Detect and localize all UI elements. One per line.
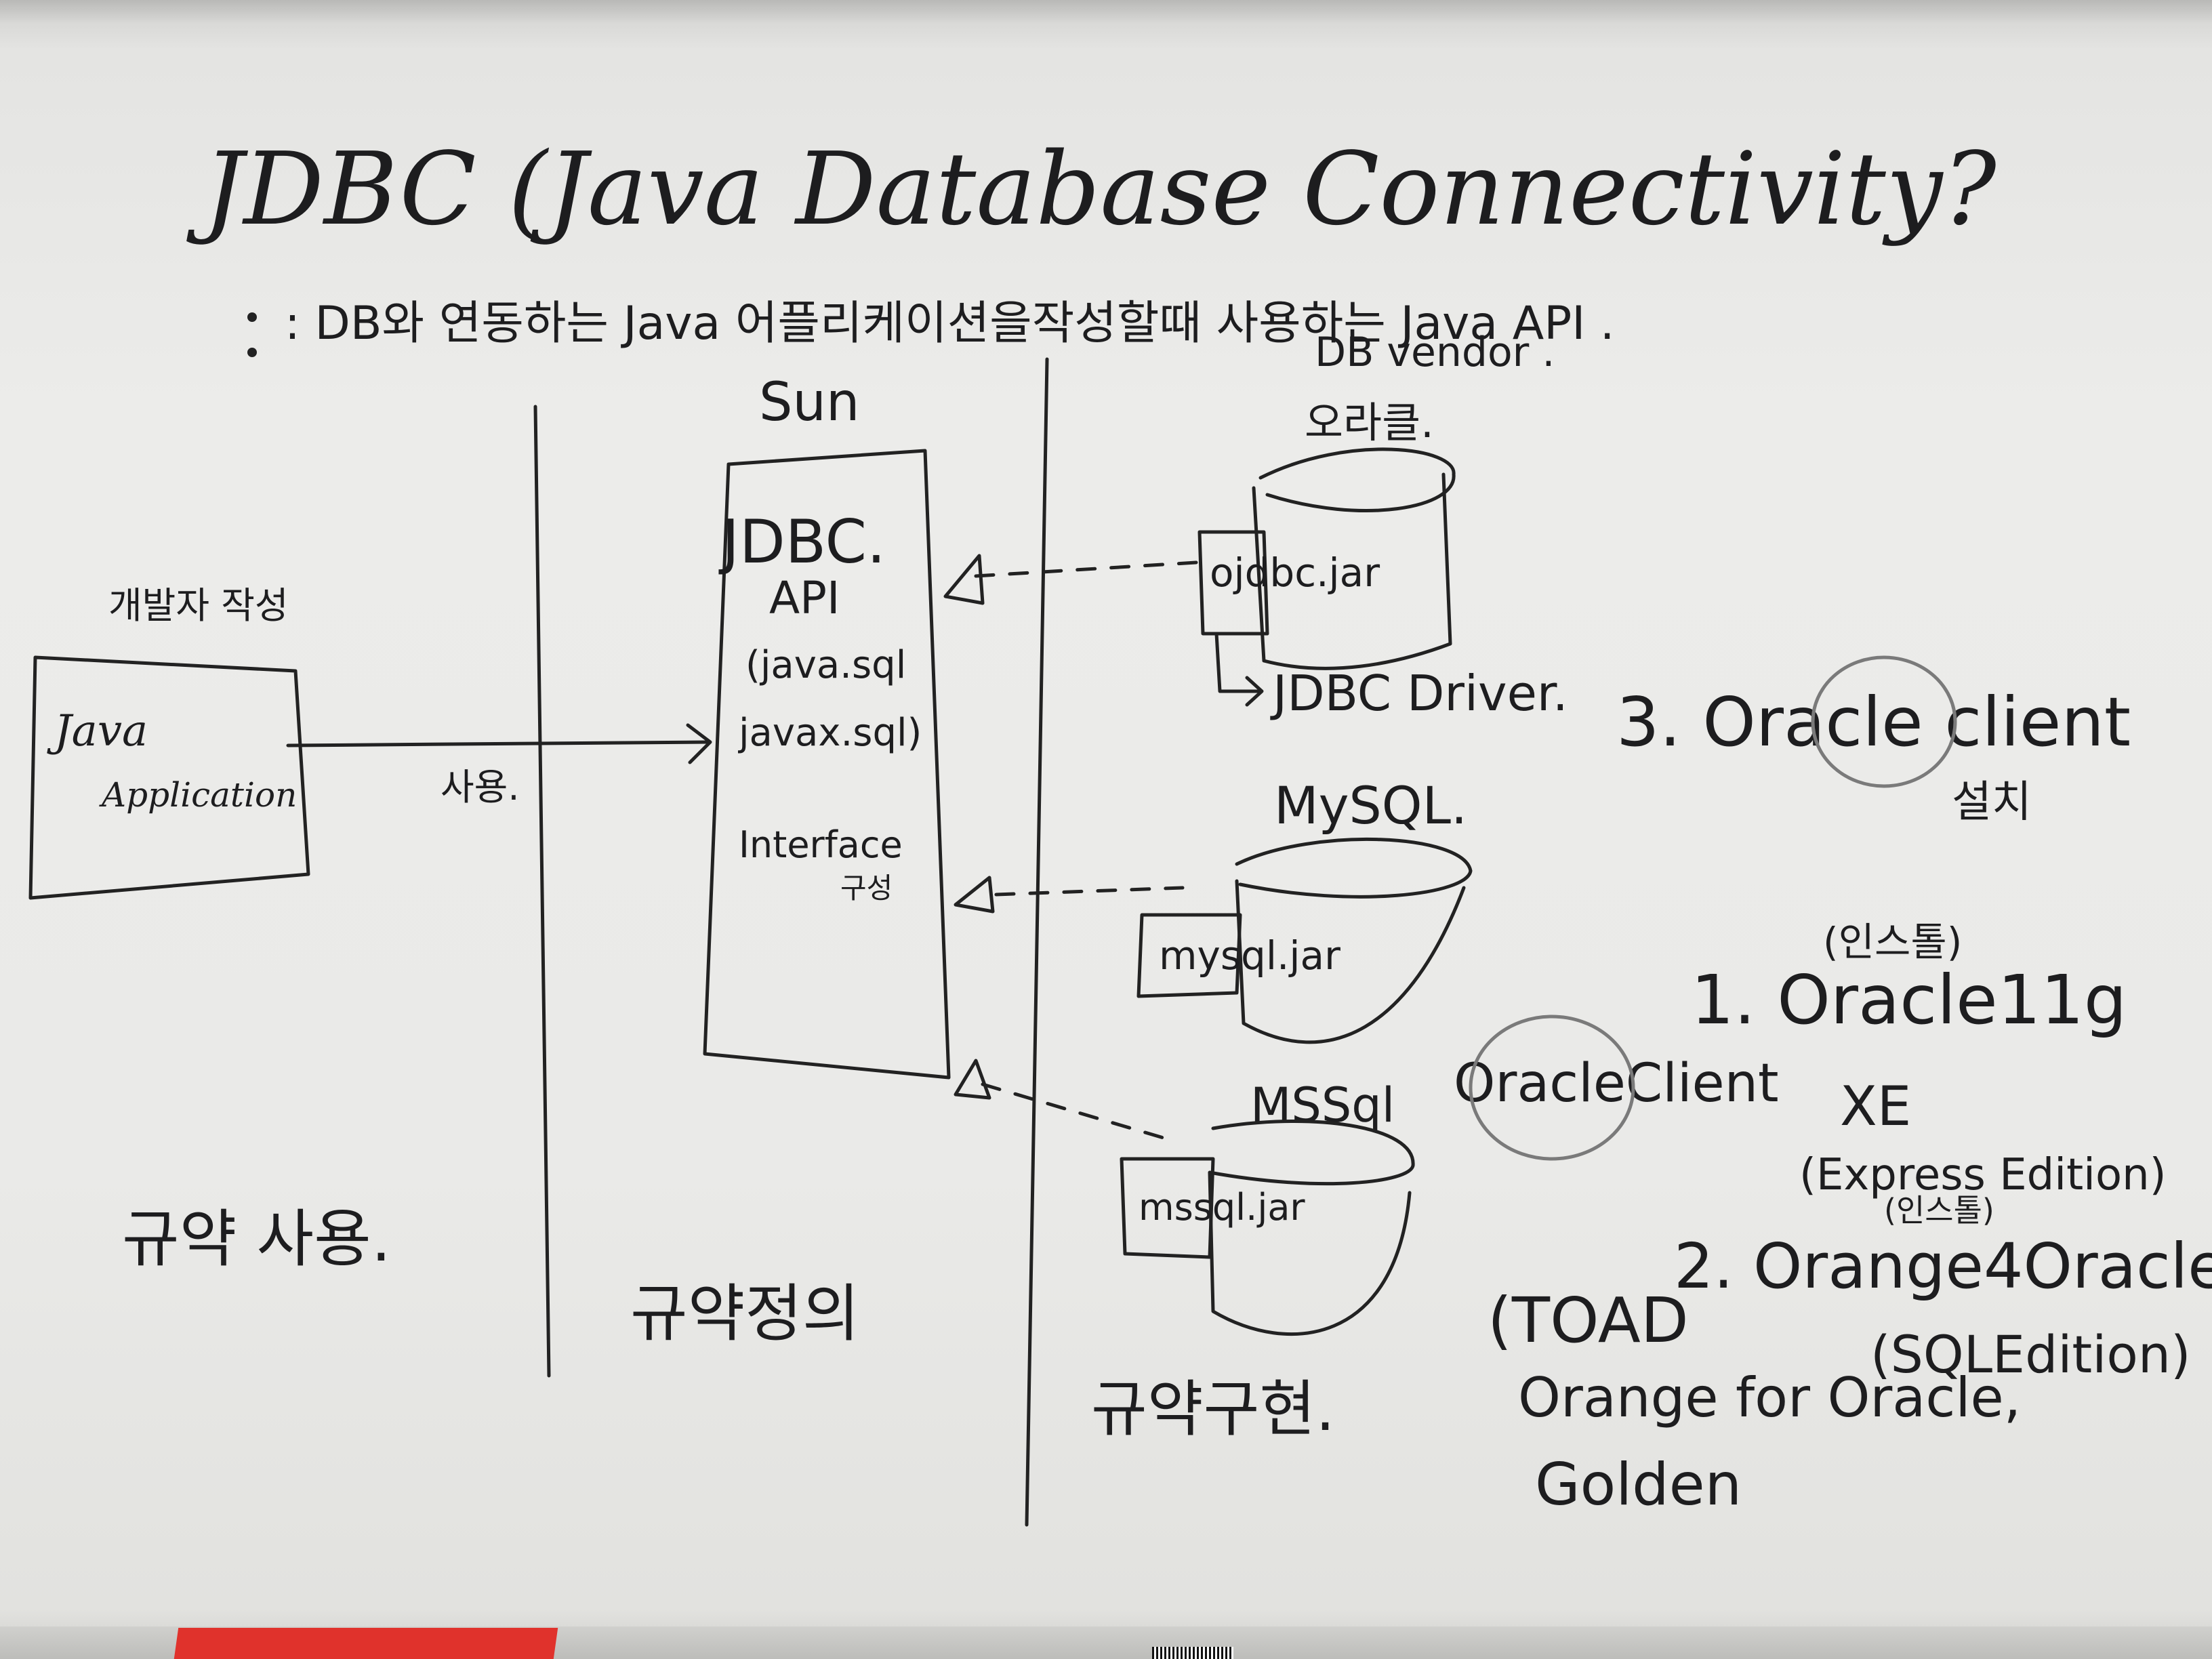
sql-edition-note: (SQLEdition) — [1870, 1324, 2191, 1385]
client-install-sub: 설치 — [1952, 777, 2032, 827]
jdbc-api-line-6: 구성 — [840, 872, 893, 905]
install-tag-1: (인스톨) — [1823, 919, 1962, 965]
oracle11g-note: 1. Oracle11g — [1691, 960, 2127, 1040]
mssql-db-cylinder — [1208, 1120, 1415, 1336]
uses-label: 사용. — [441, 766, 520, 808]
whiteboard-top-frame — [0, 0, 2212, 23]
mssql-jar-box — [1120, 1157, 1215, 1259]
oracle-client-circle — [1469, 1015, 1635, 1161]
barcode-sticker — [1152, 1647, 1233, 1659]
uses-arrow-head — [686, 723, 712, 764]
mssql-implements-head — [954, 1059, 991, 1100]
jdbc-api-line-1: JDBC. — [718, 507, 886, 577]
uses-arrow — [286, 740, 710, 747]
sun-label: Sun — [759, 372, 859, 433]
xe-note: XE — [1840, 1075, 1911, 1138]
mysql-implements-head — [954, 876, 995, 914]
right-footer: 규약구현. — [1091, 1374, 1335, 1445]
mysql-implements-line — [994, 886, 1185, 897]
board-subtitle: : DB와 연동하는 Java 어플리케이션을작성할때 사용하는 Java AP… — [285, 297, 1615, 350]
oracle-implements-head — [943, 554, 985, 605]
divider-right — [1025, 357, 1049, 1527]
xe-full-note: (Express Edition) — [1799, 1150, 2167, 1200]
jdbc-api-box — [703, 449, 951, 1080]
jdbc-driver-label: JDBC Driver. — [1270, 665, 1568, 722]
vendor-note: DB vendor . — [1315, 329, 1555, 376]
install-tag-2: (인스톨) — [1884, 1192, 1994, 1229]
mysql-jar-label: mysql.jar — [1159, 933, 1340, 979]
bullet-dot — [247, 348, 257, 357]
developer-label: 개발자 작성 — [108, 584, 289, 627]
mssql-implements-line — [981, 1082, 1168, 1141]
client-circle — [1811, 655, 1957, 788]
jdbc-api-line-3: (java.sql — [745, 643, 906, 687]
board-title: JDBC (Java Database Connectivity? — [186, 131, 1997, 247]
jdbc-api-line-5: Interface — [739, 823, 903, 866]
divider-left — [533, 405, 551, 1378]
orange4oracle-note: 2. Orange4Oracle. — [1674, 1230, 2212, 1303]
oracle-vendor-label: 오라클. — [1305, 398, 1434, 447]
ojdbc-jar-label: ojdbc.jar — [1210, 550, 1380, 596]
ojdbc-jar-box — [1197, 530, 1269, 636]
left-footer: 규약 사용. — [122, 1203, 391, 1275]
middle-footer: 규약정의 — [630, 1277, 860, 1350]
mysql-db-cylinder — [1235, 837, 1473, 1044]
mssql-jar-label: mssql.jar — [1139, 1186, 1305, 1229]
jdbc-api-line-2: API — [769, 572, 840, 624]
mysql-jar-box — [1136, 913, 1242, 998]
oracle-implements-line — [974, 560, 1198, 578]
java-app-label-1: Java — [47, 706, 148, 756]
oracle-db-cylinder — [1252, 447, 1456, 670]
oracle-client-note: OracleClient — [1454, 1053, 1779, 1114]
tools-note-3: Golden — [1535, 1451, 1742, 1519]
jdbc-api-line-4: javax.sql) — [737, 711, 922, 755]
java-app-label-2: Application — [99, 775, 297, 815]
driver-pointer — [1214, 632, 1264, 707]
tools-note-1: (TOAD — [1488, 1284, 1689, 1357]
red-marker — [173, 1628, 558, 1659]
client-install-note: 3. Oracle client — [1616, 682, 2131, 762]
mssql-vendor-label: MSSql — [1250, 1078, 1395, 1133]
mysql-vendor-label: MySQL. — [1274, 775, 1467, 836]
tools-note-2: Orange for Oracle, — [1518, 1366, 2021, 1429]
bullet-dot — [247, 312, 257, 322]
java-app-box — [28, 655, 310, 900]
